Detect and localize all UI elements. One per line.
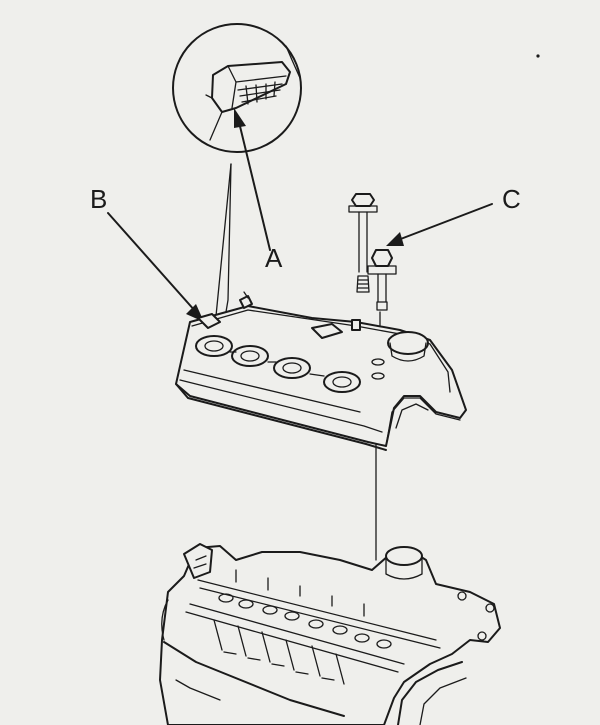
- magnifier-leader-line: [223, 163, 232, 325]
- arrow-b: [107, 212, 204, 322]
- speck: [536, 54, 540, 58]
- callout-c-label: C: [502, 184, 521, 214]
- arrow-a: [234, 108, 271, 251]
- magnifier-leader-line: [215, 163, 232, 317]
- valve-cover: [175, 291, 467, 451]
- callout-b-label: B: [90, 184, 108, 214]
- engine-cylinder-head: [159, 543, 501, 725]
- cover-bolt-left: [348, 193, 378, 293]
- callout-a-label: A: [265, 243, 283, 273]
- arrow-c: [386, 203, 493, 246]
- cover-bolt-right: [367, 249, 397, 311]
- detail-magnifier: [172, 23, 302, 153]
